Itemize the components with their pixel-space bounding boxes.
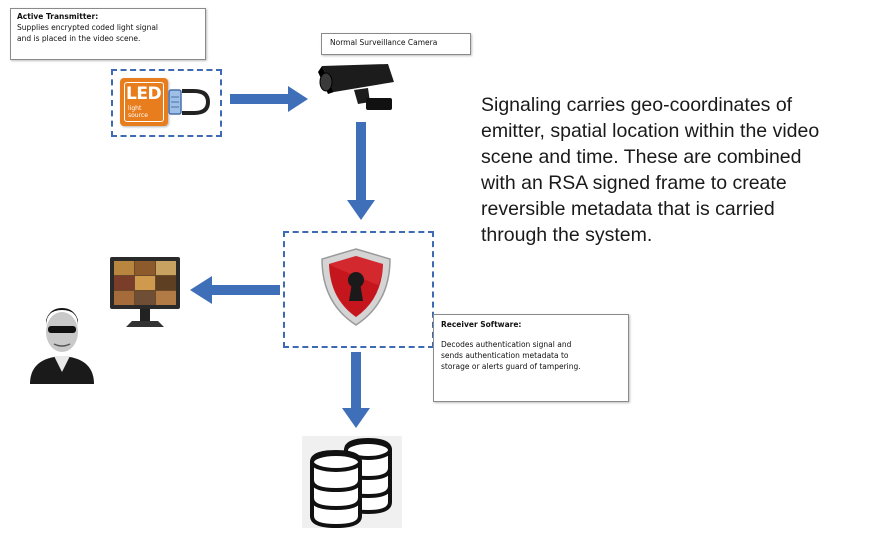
description-line-3: scene and time. These are combined [481, 146, 802, 168]
camera-label-box: Normal Surveillance Camera [321, 33, 471, 55]
database-storage-icon [302, 436, 402, 528]
receiver-label-box: Receiver Software: Decodes authenticatio… [433, 314, 629, 402]
transmitter-label-box: Active Transmitter: Supplies encrypted c… [10, 8, 206, 60]
surveillance-camera-icon [318, 64, 394, 110]
led-logo-small-2: source [128, 112, 148, 119]
transmitter-desc-line-2: and is placed in the video scene. [17, 34, 141, 43]
plug-icon [168, 89, 211, 115]
description-line-6: through the system. [481, 224, 653, 246]
description-text: Signaling carries geo-coordinates of emi… [481, 92, 881, 248]
security-shield-keyhole-icon [321, 248, 391, 326]
arrow-camera-to-receiver [347, 122, 375, 220]
receiver-title: Receiver Software: [441, 320, 522, 329]
camera-label: Normal Surveillance Camera [330, 38, 438, 47]
transmitter-title: Active Transmitter: [17, 12, 99, 21]
video-monitor-icon [110, 257, 180, 327]
receiver-desc-line-2: sends authentication metadata to [441, 351, 569, 360]
description-line-2: emitter, spatial location within the vid… [481, 120, 820, 142]
arrow-receiver-to-database [342, 352, 370, 428]
description-line-4: with an RSA signed frame to create [481, 172, 787, 194]
led-light-source-icon: LED light source [120, 78, 168, 126]
transmitter-desc-line-1: Supplies encrypted coded light signal [17, 23, 159, 32]
transmitter-frame [111, 69, 222, 137]
receiver-desc-line-3: storage or alerts guard of tampering. [441, 362, 581, 371]
receiver-frame [283, 231, 434, 348]
led-logo-text: LED [126, 84, 162, 104]
arrow-receiver-to-monitor [190, 276, 280, 304]
arrow-transmitter-to-camera [230, 86, 308, 112]
description-line-5: reversible metadata that is carried [481, 198, 775, 220]
description-line-1: Signaling carries geo-coordinates of [481, 94, 793, 116]
led-logo-small-1: light [128, 105, 142, 112]
security-guard-icon [30, 308, 94, 384]
receiver-desc-line-1: Decodes authentication signal and [441, 340, 572, 349]
